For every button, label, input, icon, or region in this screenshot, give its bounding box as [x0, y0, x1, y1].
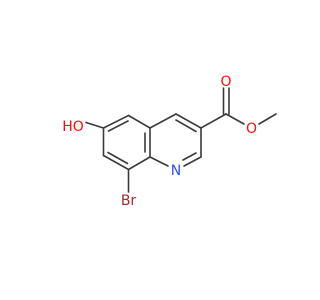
bond-c4-c3-inner	[175, 119, 197, 133]
bond-c4a-c4	[149, 113, 177, 129]
bond-c6-c5	[102, 114, 130, 129]
atom-label-ester-oxygen: O	[246, 121, 257, 137]
bond-carbonyl-c-ester-o	[225, 113, 245, 125]
bond-c2-n1-inner	[182, 152, 197, 161]
bond-c6-hydroxyl	[85, 121, 105, 129]
atom-label-bromine: Br	[121, 193, 137, 209]
bond-c8-c7	[102, 154, 130, 171]
bond-c4-c3	[175, 113, 202, 129]
atom-label-carbonyl-oxygen: O	[220, 74, 231, 90]
bond-c2-n1	[183, 156, 202, 167]
atom-label-ring-nitrogen: N	[171, 163, 181, 179]
atom-label-hydroxyl: HO	[62, 119, 84, 135]
bond-c3-carbonyl-c	[200, 113, 227, 129]
bond-c6-c5-inner	[107, 120, 129, 132]
bond-n1-c8a	[149, 156, 169, 167]
molecule-structure: HO O O N Br	[62, 74, 277, 209]
bond-c8-c7-inner	[107, 151, 129, 165]
bond-ester-o-methyl	[258, 113, 277, 125]
bond-c8a-c8	[127, 156, 151, 171]
bond-c5-c4a	[127, 114, 151, 129]
